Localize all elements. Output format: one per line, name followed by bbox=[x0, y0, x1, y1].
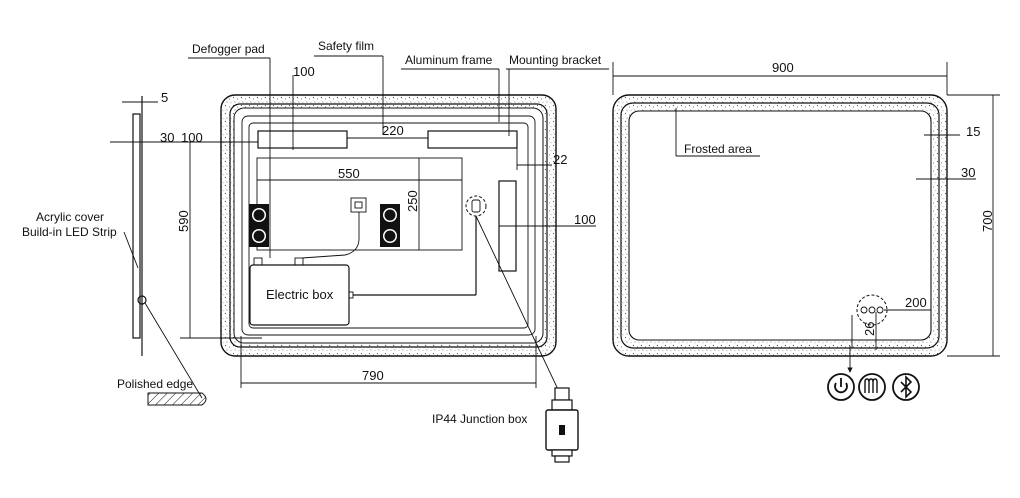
dim-front-26: 26 bbox=[862, 322, 877, 336]
side-view: 5 30 Acrylic cover Build-in LED Strip Po… bbox=[22, 90, 210, 406]
label-defogger-pad: Defogger pad bbox=[192, 42, 265, 56]
label-electric-box: Electric box bbox=[266, 287, 334, 302]
dim-back-22: 22 bbox=[553, 152, 567, 167]
polished-edge-profile bbox=[147, 392, 207, 406]
dim-back-220: 220 bbox=[382, 123, 404, 138]
label-mounting-bracket: Mounting bracket bbox=[509, 53, 602, 67]
label-frosted-area: Frosted area bbox=[684, 142, 752, 156]
label-safety-film: Safety film bbox=[318, 39, 374, 53]
dim-back-550: 550 bbox=[338, 166, 360, 181]
back-view: Electric box Defogger pad Safety film Al… bbox=[176, 39, 609, 463]
dim-front-30: 30 bbox=[961, 165, 975, 180]
dim-back-100-top: 100 bbox=[293, 64, 315, 79]
dim-back-100-right: 100 bbox=[574, 212, 596, 227]
front-mirror-area bbox=[628, 110, 932, 341]
dim-back-100-left: 100 bbox=[181, 130, 203, 145]
power-icon bbox=[827, 373, 855, 401]
dim-side-5: 5 bbox=[161, 90, 168, 105]
mounting-bracket-left bbox=[257, 130, 348, 149]
back-aluminum-frame bbox=[241, 115, 536, 336]
label-polished-edge: Polished edge bbox=[117, 377, 193, 391]
label-acrylic-cover: Acrylic cover bbox=[36, 210, 104, 224]
dim-front-900: 900 bbox=[772, 60, 794, 75]
side-acrylic-panel bbox=[132, 113, 141, 339]
mounting-bracket-right bbox=[427, 130, 518, 149]
label-junction-box: IP44 Junction box bbox=[432, 412, 527, 426]
bluetooth-icon bbox=[892, 373, 920, 401]
dim-back-790: 790 bbox=[362, 368, 384, 383]
dim-front-200: 200 bbox=[905, 295, 927, 310]
control-module bbox=[350, 197, 367, 213]
heating-icon bbox=[858, 373, 886, 401]
dim-front-15: 15 bbox=[966, 124, 980, 139]
speaker-left bbox=[249, 204, 269, 247]
polished-edge-marker bbox=[137, 295, 147, 305]
dim-front-700: 700 bbox=[980, 210, 995, 232]
dim-back-250: 250 bbox=[405, 190, 420, 212]
dim-back-590: 590 bbox=[176, 210, 191, 232]
label-aluminum-frame: Aluminum frame bbox=[405, 53, 493, 67]
front-view: Frosted area 900 700 15 30 200 26 bbox=[612, 60, 1000, 401]
ip44-junction-box bbox=[545, 387, 579, 463]
label-led-strip: Build-in LED Strip bbox=[22, 225, 117, 239]
speaker-right bbox=[380, 204, 400, 247]
dim-side-30: 30 bbox=[160, 130, 174, 145]
